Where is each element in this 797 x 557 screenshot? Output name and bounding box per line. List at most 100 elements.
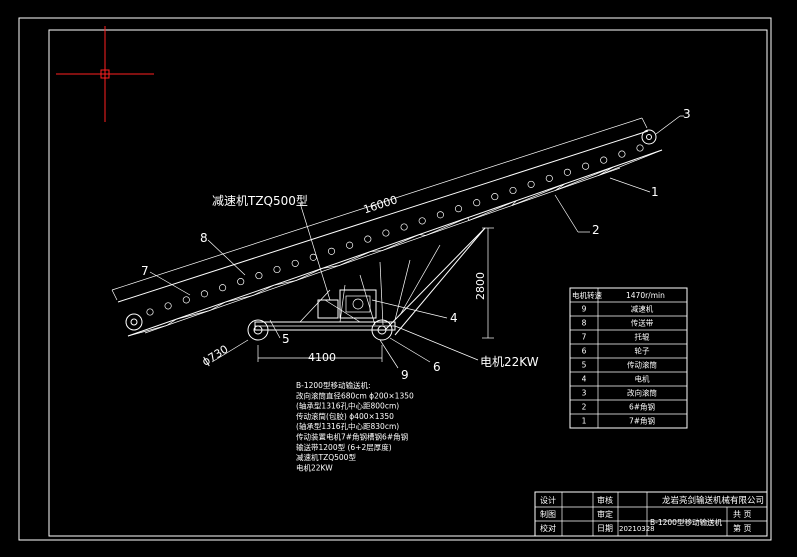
wheel-diameter-dimension: ϕ730 <box>200 343 231 369</box>
tb-date-label: 日期 <box>597 524 613 533</box>
idler <box>200 290 208 298</box>
idler <box>545 174 553 182</box>
idler <box>382 229 390 237</box>
tb-total-sheets: 共 页 <box>733 510 752 519</box>
callout-7: 7 <box>141 264 149 278</box>
tb-company: 龙岩亮剑输送机械有限公司 <box>662 495 764 506</box>
idler <box>473 199 481 207</box>
length-dimension-line <box>111 117 643 291</box>
belt-top-line <box>117 130 649 303</box>
callout-4: 4 <box>450 311 458 325</box>
parts-row-name: 电机 <box>635 374 650 384</box>
note-line: B-1200型移动输送机: <box>296 380 370 390</box>
rear-wheel <box>247 319 269 341</box>
wheelbase-dimension: 4100 <box>308 351 336 364</box>
front-strut <box>384 227 486 331</box>
idler <box>273 265 281 274</box>
idler <box>291 259 299 267</box>
parts-row-name: 传动滚筒 <box>627 360 657 370</box>
callout-leaders: 1 2 3 4 5 6 7 8 9 减速机TZQ500型 电机22KW <box>141 107 691 382</box>
tb-design: 设计 <box>540 495 556 505</box>
crosshair-cursor-icon <box>56 26 154 122</box>
front-wheel <box>371 319 393 341</box>
idler <box>237 278 245 286</box>
idler <box>146 308 154 316</box>
callout-5: 5 <box>282 332 290 346</box>
tb-title: B-1200型移动输送机 <box>650 517 722 527</box>
conveyor-frame <box>117 129 663 341</box>
tb-draw: 制图 <box>540 509 556 519</box>
height-dimension: 2800 <box>474 272 487 300</box>
belt-bottom-line <box>127 149 663 337</box>
idler <box>436 211 444 219</box>
idler <box>327 247 336 255</box>
idler <box>582 162 590 170</box>
idler <box>618 150 626 158</box>
idler <box>164 302 172 310</box>
idler <box>219 284 227 292</box>
outer-border <box>18 17 772 541</box>
parts-header-speed-value: 1470r/min <box>626 291 665 300</box>
parts-row-number: 8 <box>582 319 587 328</box>
note-line: 减速机TZQ500型 <box>296 452 356 462</box>
note-line: 改向滚筒直径680cm ϕ200×1350 <box>296 390 414 400</box>
callout-1: 1 <box>651 185 659 199</box>
note-line: (轴承型1316孔中心距830cm) <box>296 421 399 431</box>
parts-row-name: 6#角钢 <box>629 402 655 412</box>
idler <box>509 186 517 195</box>
callout-2: 2 <box>592 223 600 237</box>
parts-row-number: 5 <box>582 361 587 370</box>
parts-row-name: 减速机 <box>631 304 654 314</box>
parts-row-number: 4 <box>582 375 587 384</box>
tb-approve: 审定 <box>597 509 613 519</box>
idler <box>400 223 408 231</box>
parts-row-name: 7#角钢 <box>629 416 655 426</box>
idler <box>418 217 426 225</box>
parts-row-number: 6 <box>582 347 587 356</box>
inner-border <box>48 29 768 537</box>
callout-9: 9 <box>401 368 409 382</box>
idler <box>182 296 190 304</box>
parts-row-name: 改向滚筒 <box>627 388 657 398</box>
reducer-box <box>317 299 339 319</box>
parts-row-number: 1 <box>582 417 587 426</box>
idler <box>600 156 608 164</box>
parts-row-number: 7 <box>582 333 587 342</box>
idler-row <box>146 144 644 316</box>
truss-zigzag <box>127 149 663 337</box>
note-line: 电机22KW <box>296 462 333 472</box>
callout-8: 8 <box>200 231 208 245</box>
idler <box>527 180 535 188</box>
parts-row-name: 托辊 <box>635 332 650 342</box>
parts-row-number: 9 <box>582 305 587 314</box>
tail-pulley <box>125 313 143 331</box>
idler <box>255 272 263 280</box>
note-line: 输送带1200型 (6+2层厚度) <box>296 442 392 452</box>
note-line: 传动滚筒(包胶) ϕ400×1350 <box>296 411 394 421</box>
tb-check: 校对 <box>540 523 556 533</box>
idler <box>636 144 644 152</box>
callout-3: 3 <box>683 107 691 121</box>
callout-6: 6 <box>433 360 441 374</box>
title-block: 设计 制图 校对 审核 审定 日期 20210328 龙岩亮剑输送机械有限公司 … <box>534 491 768 537</box>
idler <box>563 168 571 176</box>
drive-unit <box>339 289 377 319</box>
idler <box>491 193 499 201</box>
motor-label: 电机22KW <box>480 355 539 369</box>
parts-row-name: 传送带 <box>631 318 654 328</box>
spec-notes: B-1200型移动输送机:改向滚筒直径680cm ϕ200×1350 (轴承型13… <box>296 380 414 472</box>
idler <box>309 253 317 261</box>
note-line: 传动装置电机7#角钢槽钢6#角钢 <box>296 432 408 442</box>
reducer-label: 减速机TZQ500型 <box>212 194 308 208</box>
idler <box>364 235 372 243</box>
parts-row-number: 2 <box>582 403 587 412</box>
tb-review: 审核 <box>597 495 613 505</box>
tb-sheet-number: 第 页 <box>733 523 752 533</box>
tb-date: 20210328 <box>619 525 655 533</box>
parts-row-name: 轮子 <box>635 346 650 356</box>
parts-row-number: 3 <box>582 389 587 398</box>
idler <box>346 241 354 249</box>
